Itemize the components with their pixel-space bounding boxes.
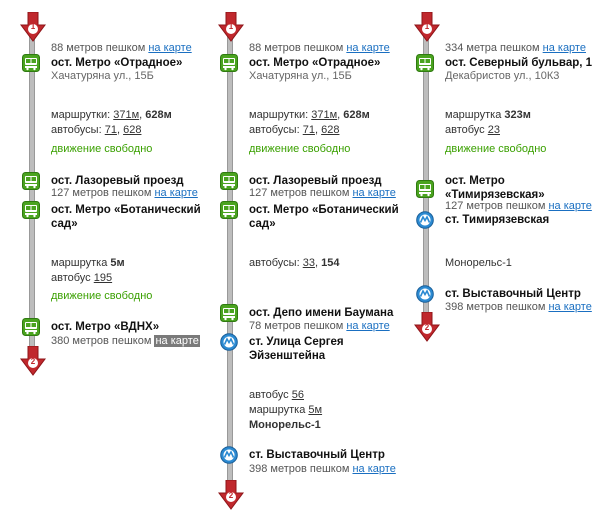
walk-distance: 398 метров пешком на карте — [249, 463, 396, 475]
map-link[interactable]: на карте — [346, 42, 390, 54]
bus-stop-icon — [220, 172, 238, 190]
bus-stop-icon — [22, 201, 40, 219]
monorail-icon — [416, 211, 434, 229]
map-link[interactable]: на карте — [542, 42, 586, 54]
walk-distance: 127 метров пешком на карте — [445, 200, 592, 212]
walk-distance: 127 метров пешком на карте — [249, 187, 396, 199]
monorail-icon — [416, 285, 434, 303]
map-link[interactable]: на карте — [352, 187, 396, 199]
map-link[interactable]: на карте — [352, 463, 396, 475]
route-line — [423, 24, 429, 314]
bus-stop-icon — [220, 54, 238, 72]
monorail-icon — [220, 446, 238, 464]
stop-name: ост. Метро «ВДНХ» — [51, 321, 160, 333]
stop-name: ост. Депо имени Баумана — [249, 307, 394, 319]
map-link[interactable]: на карте — [346, 320, 390, 332]
transport-options: маршрутки: 371м, 628м автобусы: 71, 628 — [249, 109, 370, 136]
bus-stop-icon — [22, 54, 40, 72]
stop-address: Декабристов ул., 10К3 — [445, 70, 560, 82]
transport-options: Монорельс-1 — [445, 257, 512, 269]
end-marker: 2 — [414, 312, 440, 342]
traffic-status: движение свободно — [51, 290, 153, 302]
traffic-status: движение свободно — [249, 143, 351, 155]
start-marker: 1 — [414, 12, 440, 42]
transport-options: маршрутка 323м автобус 23 — [445, 109, 531, 136]
walk-distance: 380 метров пешком на карте — [51, 335, 200, 347]
transport-options: автобусы: 33, 154 — [249, 257, 340, 269]
map-link[interactable]: на карте — [148, 42, 192, 54]
map-link[interactable]: на карте — [548, 301, 592, 313]
station-name: ст. Улица Сергея Эйзенштейна — [249, 336, 344, 362]
walk-distance: 398 метров пешком на карте — [445, 301, 592, 313]
walk-distance: 127 метров пешком на карте — [51, 187, 198, 199]
map-link[interactable]: на карте — [154, 335, 200, 347]
stop-address: Хачатуряна ул., 15Б — [51, 70, 154, 82]
transport-options: автобус 56 маршрутка 5м Монорельс-1 — [249, 389, 323, 431]
stop-name: ост. Метро «Ботанический сад» — [249, 204, 399, 230]
stop-name: ост. Метро «Тимирязевская» — [445, 175, 545, 201]
bus-stop-icon — [220, 304, 238, 322]
bus-stop-icon — [416, 54, 434, 72]
bus-stop-icon — [22, 172, 40, 190]
end-marker: 2 — [218, 480, 244, 510]
bus-stop-icon — [22, 318, 40, 336]
start-marker: 1 — [218, 12, 244, 42]
transport-options: маршрутки: 371м, 628м автобусы: 71, 628 — [51, 109, 172, 136]
route-option-1: 1 88 метров пешком на карте ост. Метро «… — [0, 0, 201, 520]
stop-name: ост. Метро «Ботанический сад» — [51, 204, 201, 230]
stop-name: ост. Метро «Отрадное» — [249, 57, 381, 69]
monorail-icon — [220, 333, 238, 351]
walk-distance: 334 метра пешком на карте — [445, 42, 586, 54]
walk-distance: 78 метров пешком на карте — [249, 320, 390, 332]
stop-name: ост. Лазоревый проезд — [51, 175, 184, 187]
station-name: ст. Выставочный Центр — [445, 288, 581, 300]
start-marker: 1 — [20, 12, 46, 42]
map-link[interactable]: на карте — [154, 187, 198, 199]
traffic-status: движение свободно — [51, 143, 153, 155]
stop-name: ост. Лазоревый проезд — [249, 175, 382, 187]
stop-address: Хачатуряна ул., 15Б — [249, 70, 352, 82]
stop-name: ост. Северный бульвар, 1 — [445, 57, 593, 69]
route-line — [29, 24, 35, 360]
station-name: ст. Тимирязевская — [445, 214, 550, 226]
walk-distance: 88 метров пешком на карте — [51, 42, 192, 54]
bus-stop-icon — [416, 180, 434, 198]
route-option-3: 1 334 метра пешком на карте ост. Северны… — [394, 0, 600, 520]
route-option-2: 1 88 метров пешком на карте ост. Метро «… — [198, 0, 399, 520]
traffic-status: движение свободно — [445, 143, 547, 155]
transport-options: маршрутка 5м автобус 195 — [51, 257, 125, 284]
stop-name: ост. Метро «Отрадное» — [51, 57, 183, 69]
station-name: ст. Выставочный Центр — [249, 449, 385, 461]
end-marker: 2 — [20, 346, 46, 376]
map-link[interactable]: на карте — [548, 200, 592, 212]
walk-distance: 88 метров пешком на карте — [249, 42, 390, 54]
bus-stop-icon — [220, 201, 238, 219]
route-line — [227, 24, 233, 494]
